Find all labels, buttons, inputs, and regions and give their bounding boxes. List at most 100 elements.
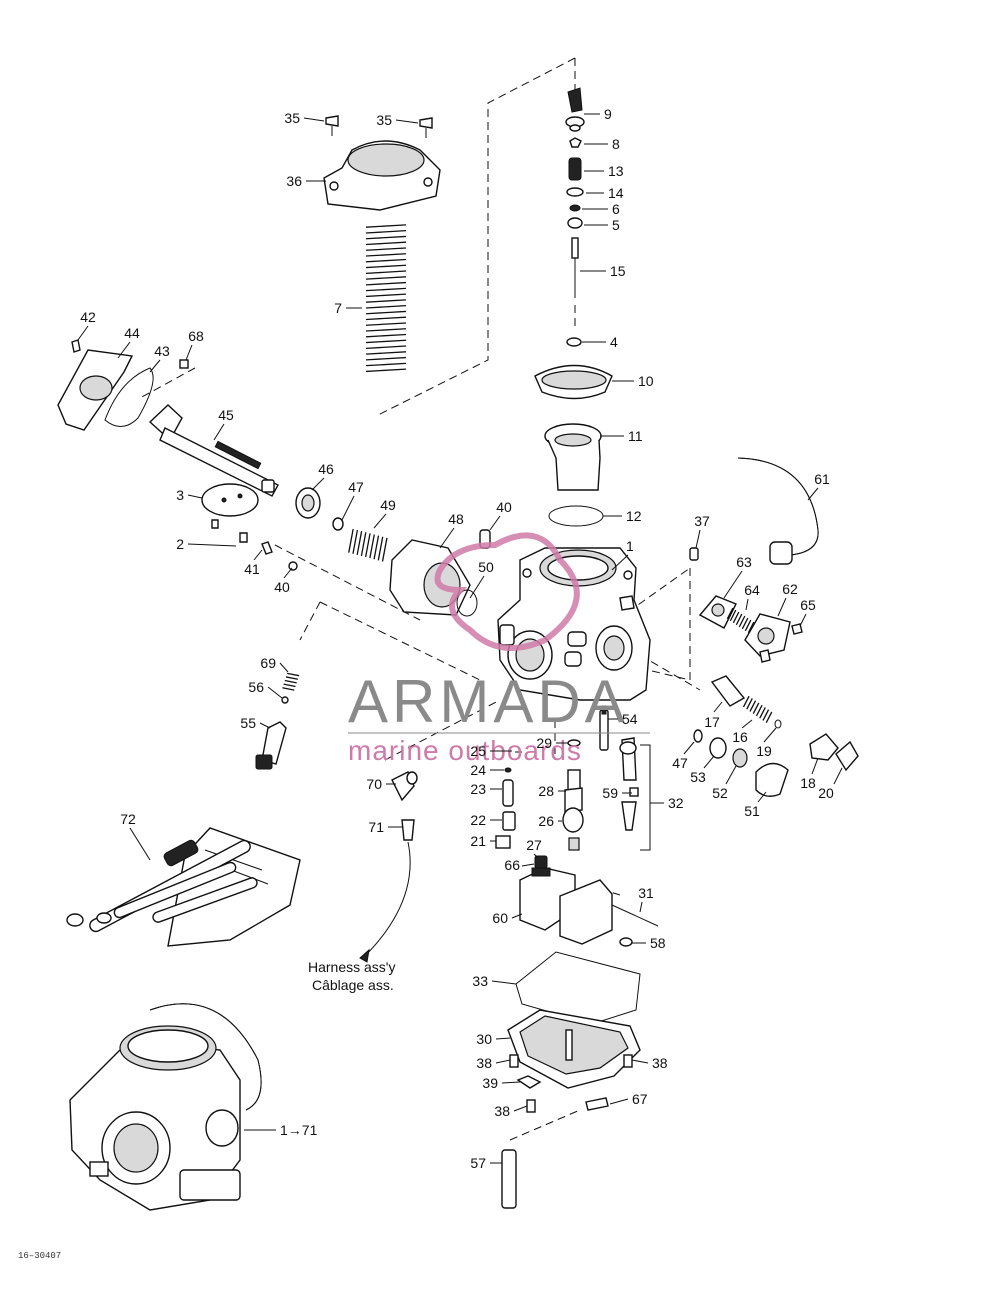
callout-c33: 33 [472,973,488,989]
callout-c18: 18 [800,775,816,791]
leader-c18 [811,757,819,775]
spring7-coil [365,264,407,269]
callout-c44: 44 [124,325,140,341]
callout-c1to71: 1→71 [280,1122,318,1138]
callout-c37: 37 [694,513,710,529]
callout-c40b: 40 [496,499,512,515]
callout-c70: 70 [366,776,382,792]
callout-c52: 52 [712,785,728,801]
leader-c65 [799,613,807,627]
spring69-coil [287,672,300,677]
callout-c61: 61 [814,471,830,487]
leader-c1 [611,554,629,571]
callout-c17: 17 [704,714,720,730]
callout-c46: 46 [318,461,334,477]
callout-c58: 58 [650,935,666,951]
watermark-logo [434,532,580,651]
callout-c66: 66 [504,857,520,873]
drawing-code: 16–30407 [18,1251,61,1261]
idle-screw-group [255,672,300,770]
callout-c56: 56 [248,679,264,695]
spring7-coil [365,276,407,280]
callout-c23: 23 [470,781,486,797]
callout-c53: 53 [690,769,706,785]
spring7-coil [365,356,407,361]
leader-c20 [833,767,843,785]
callout-c15: 15 [610,263,626,279]
callout-c13: 13 [608,163,624,179]
spring64-coil [738,615,746,628]
leader-c48 [439,527,455,549]
spring16-coil [749,700,757,712]
callout-c20: 20 [818,785,834,801]
callout-c51: 51 [744,803,760,819]
spring7-coil [365,253,407,257]
leader-c67 [609,1098,629,1105]
callout-c71: 71 [368,819,384,835]
callout-c2: 2 [176,536,184,552]
callout-c45: 45 [218,407,234,423]
callout-c62: 62 [782,581,798,597]
callout-c35a: 35 [284,110,300,126]
leader-c47a [341,495,355,521]
callout-c35b: 35 [376,112,392,128]
callout-c49: 49 [380,497,396,513]
spring16-coil [746,698,753,710]
callout-c5: 5 [612,217,620,233]
leader-c16 [741,719,753,729]
leader-c40a [283,567,293,579]
watermark-brand: ARMADA [348,668,629,735]
callout-c22: 22 [470,812,486,828]
spring7-coil [365,328,407,332]
spring69-coil [283,683,296,688]
leader-c43 [149,359,161,373]
callout-c65: 65 [800,597,816,613]
callout-c1: 1 [626,538,634,554]
callout-c64: 64 [744,582,760,598]
spring64-coil [729,609,737,622]
spring49-coil [381,537,388,562]
leader-c68 [185,344,193,361]
callout-c25: 25 [470,743,486,759]
leader-c46 [311,477,325,491]
callout-c4: 4 [610,334,618,350]
callout-c67: 67 [632,1091,648,1107]
spring7-coil [365,287,407,292]
jet-cluster [495,705,651,869]
callout-c19: 19 [756,743,772,759]
callout-c7: 7 [334,300,342,316]
spring7-coil [365,235,407,240]
leader-lines [77,113,843,1164]
leader-c42 [77,325,89,341]
spring64-coil [726,607,734,620]
spring64-coil [735,613,743,626]
callout-c50: 50 [478,559,494,575]
spring7-coil [365,339,407,344]
spring7-coil [365,299,407,303]
leader-c62 [777,597,787,617]
leader-c61 [807,487,819,501]
vent-hose-61 [737,457,819,565]
spring7-coil [365,281,407,286]
leader-c41 [253,549,263,561]
spring-49 [348,528,388,562]
float-bowl-group [501,951,641,1209]
spring7-coil [365,258,407,263]
spring49-coil [356,531,363,555]
leader-c38a [495,1059,511,1064]
spring7-coil [365,230,407,234]
spring7-coil [365,310,407,315]
leader-c37 [695,529,701,549]
callout-c26: 26 [538,813,554,829]
top-cover-assembly [323,115,441,373]
callout-c60: 60 [492,910,508,926]
spring49-coil [377,536,384,561]
leader-c19 [763,727,777,743]
tool-kit-72 [66,827,301,947]
callout-c68: 68 [188,328,204,344]
spring49-coil [364,533,371,558]
harness-label-fr: Câblage ass. [312,977,394,993]
spring16-coil [759,707,766,719]
callout-c14: 14 [608,185,624,201]
